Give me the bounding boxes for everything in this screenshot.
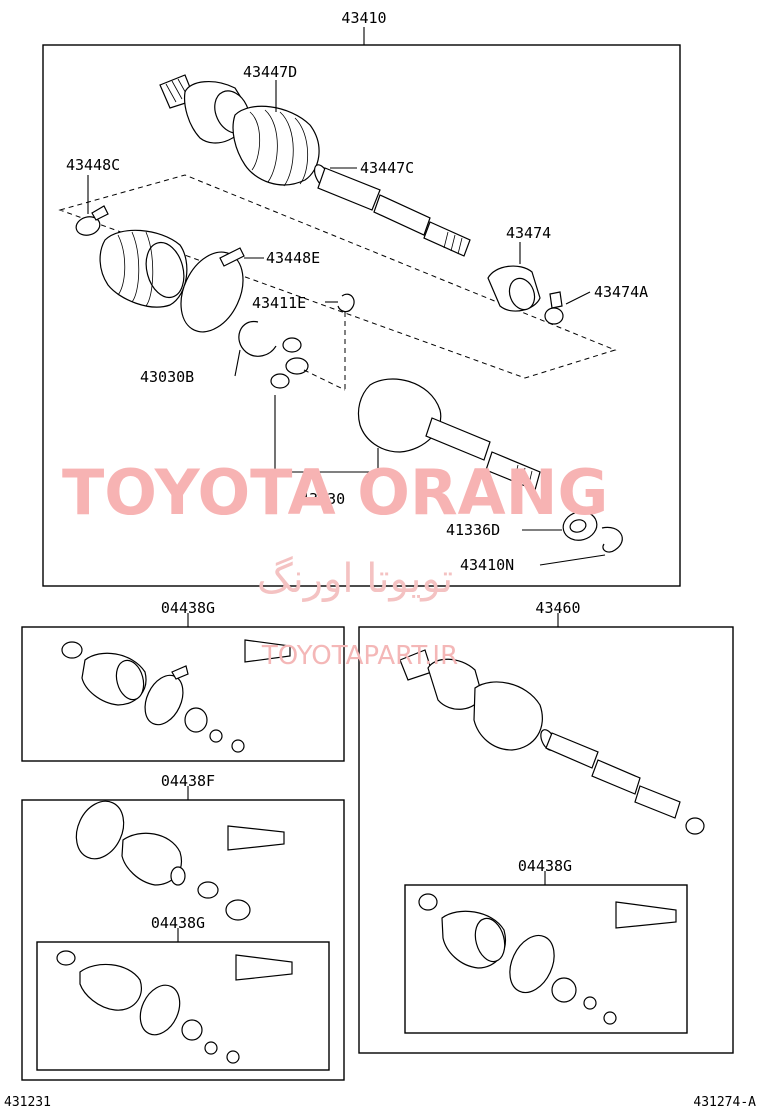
damper [487,265,541,312]
watermark-site: TOYOTAPART.IR [261,641,458,671]
watermark-persian: تویوتا اورنگ [257,556,453,602]
inner-joint-housing [357,378,541,491]
right-cv-shaft [399,649,705,835]
dashed-region [58,174,617,379]
label-right-assembly: 43460 [535,599,580,617]
inner-boot [99,229,188,308]
label-kit-g-top-left: 04438G [161,599,215,617]
snap-ring-end [601,526,623,553]
kit-g-parts-inner [56,950,293,1064]
damper-clamp [544,291,564,325]
watermark-brand: TOYOTA ORANG [62,456,608,529]
kit-g-frame-top-left [21,626,345,762]
label-boot-clamp-small: 43447C [360,159,414,177]
kit-g-parts-top-left [61,639,291,753]
right-assembly-frame [358,626,734,1054]
label-seal: 41336D [446,521,500,539]
kit-g-frame-right [404,884,688,1034]
label-snap-ring-end: 43410N [460,556,514,574]
label-kit-g-right: 04438G [518,857,572,875]
label-snap-ring-small: 43411E [252,294,306,312]
label-damper-clamp: 43474A [594,283,648,301]
kit-g-frame-inner [36,941,330,1071]
label-inner-joint: 43030 [300,490,345,508]
kit-g-parts-right [418,893,677,1025]
label-outer-boot: 43447D [243,63,297,81]
clamp-left [75,205,109,236]
label-damper: 43474 [506,224,551,242]
band-inner [180,247,245,333]
label-clamp-left: 43448C [66,156,120,174]
footer-left-code: 431231 [4,1095,51,1110]
tripod-rollers [270,337,309,389]
label-band-inner: 43448E [266,249,320,267]
footer-right-code: 431274-A [693,1095,756,1110]
label-kit-g-inner: 04438G [151,914,205,932]
kit-f-parts [75,800,285,921]
outer-cv-joint-shaft [159,74,471,257]
label-snap-ring-large: 43030B [140,368,194,386]
label-kit-f: 04438F [161,772,215,790]
kit-f-frame [21,799,345,1081]
snap-ring-small [337,293,355,313]
label-main-assembly: 43410 [341,9,386,27]
main-assembly-frame [42,44,681,587]
snap-ring-large [238,321,277,357]
seal [562,511,598,541]
